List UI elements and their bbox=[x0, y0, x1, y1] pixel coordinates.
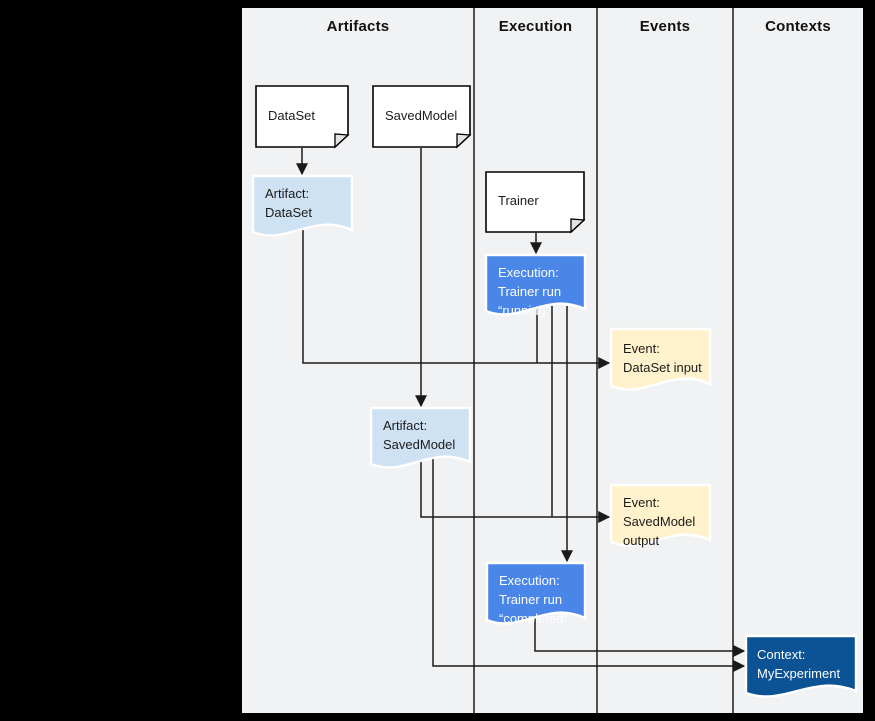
node-label: DataSet bbox=[268, 108, 315, 123]
document-shape bbox=[369, 406, 472, 469]
node-label: Context: MyExperiment bbox=[757, 647, 841, 681]
node-event-savedmodel-output: Event: SavedModel output bbox=[609, 483, 712, 552]
node-savedmodel: SavedModel bbox=[372, 85, 472, 149]
node-label: Execution: Trainer run “running” bbox=[498, 265, 562, 318]
document-shape bbox=[609, 483, 712, 547]
node-event-dataset-input: Event: DataSet input bbox=[609, 327, 712, 396]
node-execution-completed: Execution: Trainer run “completed” bbox=[485, 561, 587, 630]
connector-artifact-dataset-to-event-dataset-input bbox=[302, 230, 611, 369]
node-artifact-dataset: Artifact: DataSet bbox=[251, 174, 354, 242]
diagram-canvas: Artifacts Execution Events Contexts Data… bbox=[242, 8, 863, 713]
folded-corner-icon bbox=[570, 218, 586, 234]
node-label: Event: DataSet input bbox=[623, 341, 702, 375]
column-header-events: Events bbox=[639, 18, 691, 35]
connector-layer bbox=[296, 8, 746, 713]
document-shape bbox=[485, 561, 587, 625]
node-label: SavedModel bbox=[385, 108, 458, 123]
folded-corner-icon bbox=[334, 133, 350, 149]
document-shape bbox=[609, 327, 712, 391]
connector-artifact-savedmodel-to-event-savedmodel-output bbox=[420, 458, 611, 523]
note-shape bbox=[485, 171, 586, 234]
document-shape bbox=[744, 634, 858, 698]
node-context-myexperiment: Context: MyExperiment bbox=[744, 634, 858, 703]
column-header-execution: Execution bbox=[498, 18, 573, 35]
node-label: Artifact: DataSet bbox=[265, 186, 312, 220]
column-header-contexts: Contexts bbox=[765, 18, 831, 35]
note-shape bbox=[372, 85, 472, 149]
document-shape bbox=[484, 253, 587, 316]
connector-artifact-savedmodel-to-context bbox=[432, 458, 746, 672]
column-header-artifacts: Artifacts bbox=[326, 18, 390, 35]
folded-corner-icon bbox=[456, 133, 472, 149]
node-trainer: Trainer bbox=[485, 171, 586, 234]
node-artifact-savedmodel: Artifact: SavedModel bbox=[369, 406, 472, 474]
node-dataset: DataSet bbox=[255, 85, 350, 149]
node-label: Event: SavedModel output bbox=[623, 495, 696, 548]
node-execution-running: Execution: Trainer run “running” bbox=[484, 253, 587, 321]
document-shape bbox=[251, 174, 354, 237]
connector-execution-completed-to-context bbox=[534, 616, 746, 657]
node-label: Trainer bbox=[498, 193, 539, 208]
node-label: Execution: Trainer run “completed” bbox=[499, 573, 568, 626]
note-shape bbox=[255, 85, 350, 149]
node-label: Artifact: SavedModel bbox=[383, 418, 456, 452]
